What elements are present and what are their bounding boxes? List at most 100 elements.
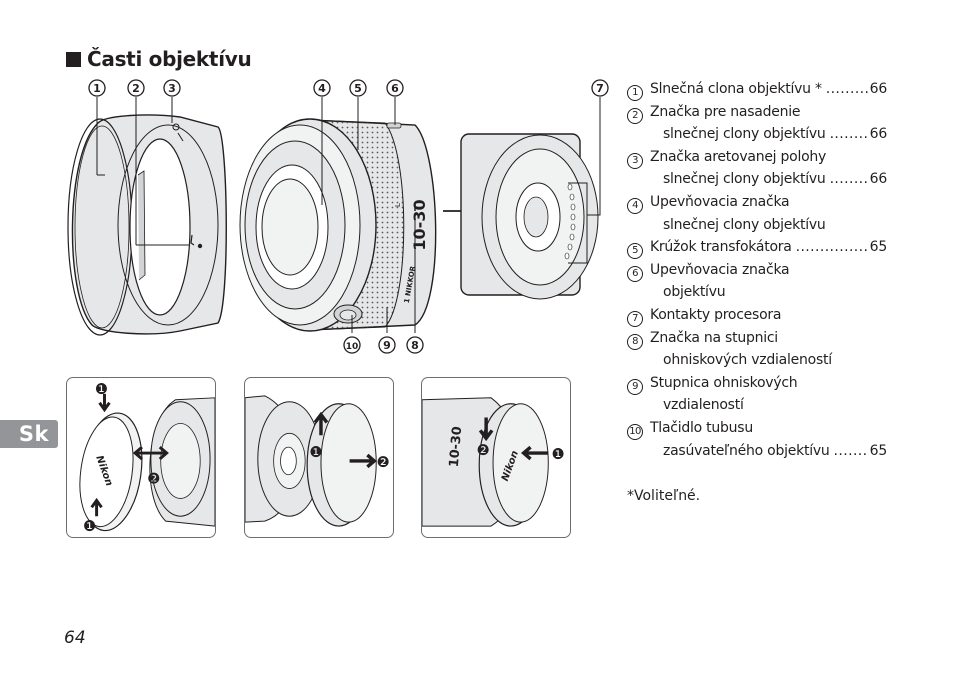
- rotate-arrow-icon: [313, 411, 329, 436]
- svg-text:6: 6: [391, 82, 399, 95]
- rear-cap-drawing: Nikon: [478, 403, 549, 527]
- legend-number: 2: [627, 107, 643, 124]
- legend-item: 5 Krúžok transfokátora...................…: [627, 236, 888, 260]
- legend-line: slnečnej clony objektívu................…: [627, 123, 887, 146]
- callout-1: 1: [88, 79, 106, 97]
- legend-text: Značka pre nasadenie: [650, 103, 801, 120]
- legend-text: Kontakty procesora: [650, 306, 782, 323]
- lens-parts-figure: 10-30 1 NIKKOR L: [60, 75, 620, 375]
- legend-text: Značka na stupnici: [650, 329, 778, 346]
- legend-page-ref[interactable]: 66: [869, 81, 888, 97]
- svg-text:10: 10: [346, 342, 359, 352]
- callout-6: 6: [386, 79, 404, 97]
- legend-line: ohniskových vzdialeností: [627, 349, 887, 372]
- legend-line: 10 Tlačidlo tubusu: [627, 417, 887, 440]
- legend-item: 10 Tlačidlo tubusu zasúvateľného objektívu…: [627, 417, 887, 462]
- legend-line: 3 Značka aretovanej polohy: [627, 146, 887, 169]
- legend-text: Krúžok transfokátora: [650, 239, 792, 256]
- step-1-label: ❶: [309, 444, 322, 461]
- legend-text: slnečnej clony objektívu: [663, 216, 826, 233]
- legend-text: Značka aretovanej polohy: [650, 148, 827, 165]
- legend-item: 8 Značka na stupnici ohniskových vzdialeno…: [627, 327, 887, 372]
- push-arrow-icon: [520, 445, 549, 461]
- legend-number: 4: [627, 197, 643, 214]
- legend-item: 3 Značka aretovanej polohy slnečnej clony …: [627, 146, 887, 191]
- rotate-arrow-icon: [478, 417, 494, 442]
- legend-leader-dots: ....................................: [829, 126, 868, 143]
- callout-9: 9: [378, 336, 396, 354]
- lens-lock-mark: L: [394, 203, 402, 207]
- callout-10: 10: [343, 336, 361, 354]
- double-arrow-icon: [132, 446, 169, 461]
- legend-text: Stupnica ohniskových: [650, 374, 798, 391]
- legend-text: slnečnej clony objektívu: [663, 171, 826, 188]
- svg-text:8: 8: [411, 339, 419, 352]
- legend-line: zasúvateľného objektívu.................…: [627, 440, 887, 463]
- legend-line: 8 Značka na stupnici: [627, 327, 887, 350]
- legend-number: 10: [627, 423, 643, 440]
- legend-leader-dots: ....................................: [829, 171, 868, 188]
- legend-number: 9: [627, 378, 643, 395]
- page-number: 64: [64, 628, 86, 648]
- callout-4: 4: [313, 79, 331, 97]
- svg-text:4: 4: [318, 82, 326, 95]
- lens-parts-illustration: 10-30 1 NIKKOR L: [67, 79, 609, 354]
- legend-page-ref[interactable]: 66: [869, 126, 888, 143]
- legend-number: 8: [627, 333, 643, 350]
- legend-text: zasúvateľného objektívu: [663, 442, 830, 459]
- legend-leader-dots: ....................................: [795, 239, 868, 256]
- legend-item: 6 Upevňovacia značka objektívu: [627, 259, 887, 304]
- rear-cap-drawing: [306, 403, 377, 527]
- squeeze-arrow-icon: [98, 393, 111, 413]
- step-2-label: ❷: [377, 454, 390, 471]
- legend-leader-dots: ....................................: [825, 81, 868, 97]
- callout-3: 3: [163, 79, 181, 97]
- legend-line: objektívu: [627, 281, 887, 304]
- footnote: *Voliteľné.: [627, 488, 701, 504]
- legend-text: vzdialeností: [663, 397, 744, 414]
- legend-item: 9 Stupnica ohniskových vzdialeností: [627, 372, 887, 417]
- legend-page-ref[interactable]: 65: [869, 239, 888, 256]
- svg-text:2: 2: [132, 82, 140, 95]
- legend-line: 2 Značka pre nasadenie: [627, 101, 887, 124]
- svg-text:7: 7: [596, 82, 604, 95]
- svg-text:1: 1: [93, 82, 101, 95]
- legend-page-ref[interactable]: 65: [869, 442, 888, 459]
- legend-text: objektívu: [663, 284, 726, 301]
- callout-2: 2: [127, 79, 145, 97]
- callout-5: 5: [349, 79, 367, 97]
- svg-text:5: 5: [354, 82, 362, 95]
- callout-8: 8: [406, 336, 424, 354]
- legend-line: vzdialeností: [627, 394, 887, 417]
- legend-number: 3: [627, 152, 643, 169]
- step-1-label: ❶: [83, 518, 96, 535]
- pull-arrow-icon: [349, 453, 377, 469]
- section-title: Časti objektívu: [66, 47, 252, 71]
- legend-text: ohniskových vzdialeností: [663, 352, 832, 369]
- lens-front-drawing: [149, 397, 215, 527]
- lens-rear-drawing: [245, 395, 322, 523]
- lens-focal-range-label: 10-30: [410, 199, 429, 250]
- lens-mount-inset: [460, 133, 599, 300]
- legend-text: Tlačidlo tubusu: [650, 419, 753, 436]
- step-1-label: ❶: [95, 381, 108, 398]
- legend-text: Slnečná clona objektívu *: [650, 81, 822, 97]
- lens-body-drawing: 10-30 1 NIKKOR L: [239, 118, 437, 332]
- legend-line: 5 Krúžok transfokátora...................…: [627, 236, 888, 260]
- section-title-text: Časti objektívu: [87, 47, 252, 71]
- legend-line: 6 Upevňovacia značka: [627, 259, 887, 282]
- legend-text: Upevňovacia značka: [650, 261, 790, 278]
- legend-leader-dots: ....................................: [833, 442, 868, 459]
- legend-line: 7 Kontakty procesora: [627, 304, 887, 327]
- legend-number: 7: [627, 310, 643, 327]
- legend-number: 5: [627, 243, 643, 260]
- legend-number: 6: [627, 265, 643, 282]
- square-bullet-icon: [66, 51, 81, 67]
- legend-line: 9 Stupnica ohniskových: [627, 372, 887, 395]
- legend-page-ref[interactable]: 66: [869, 171, 888, 188]
